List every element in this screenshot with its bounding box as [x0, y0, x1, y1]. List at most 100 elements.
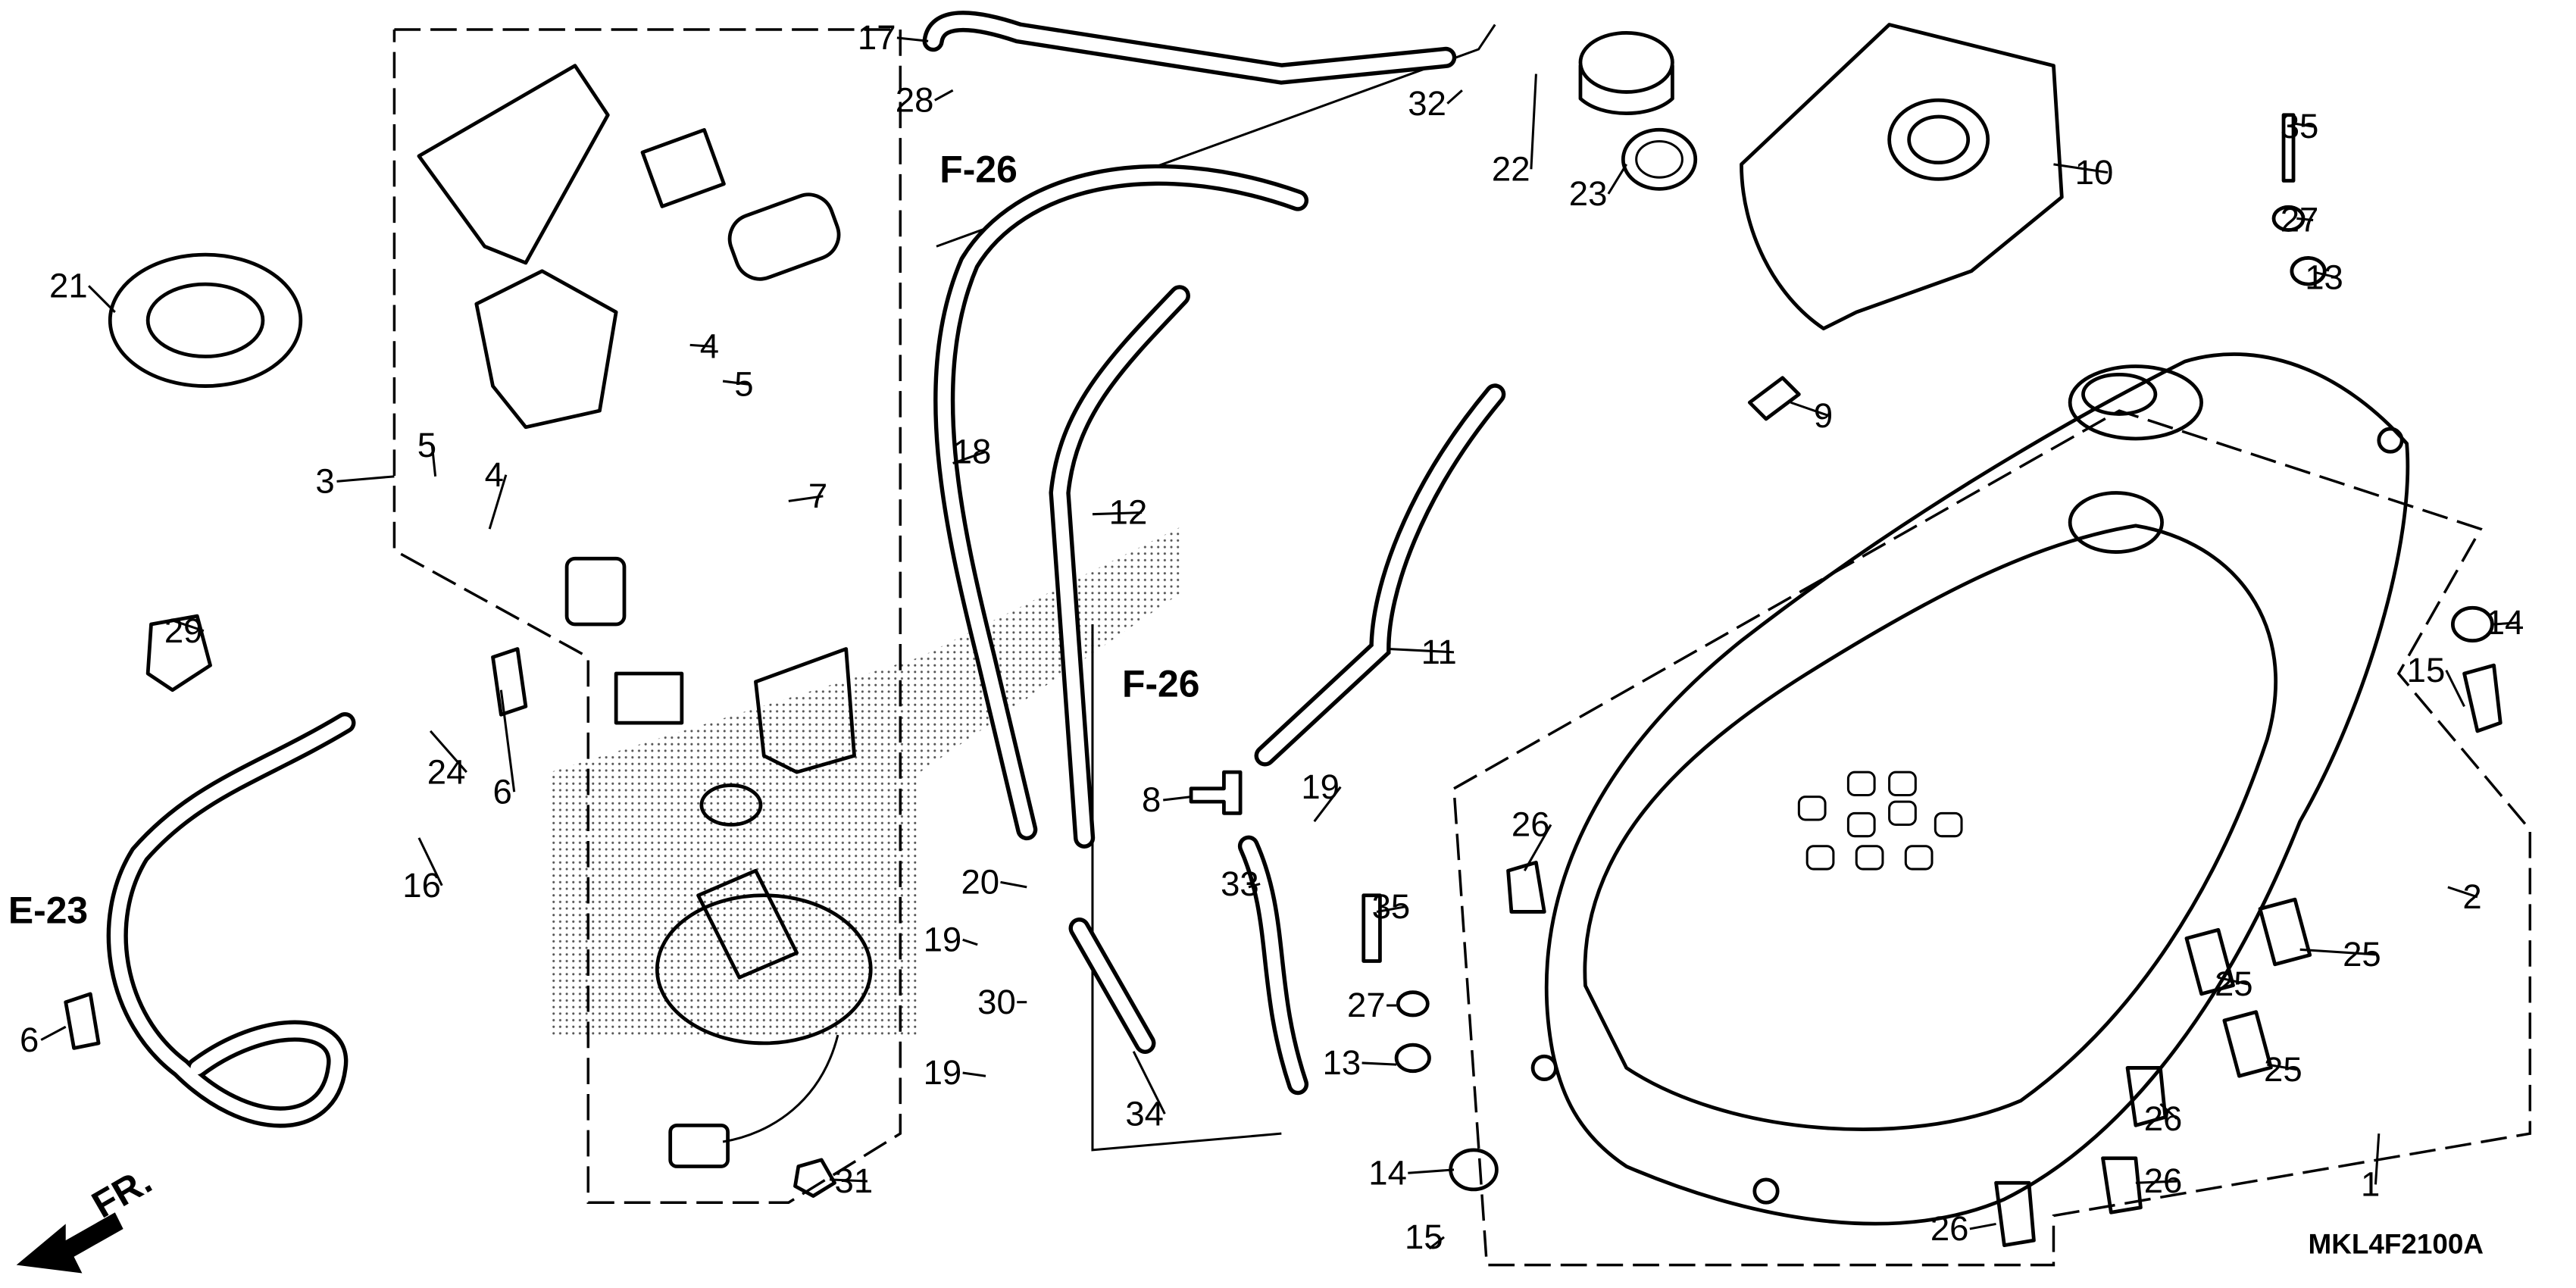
hoses: [106, 11, 1506, 1128]
callout-28[interactable]: 28: [896, 80, 934, 119]
callout-21[interactable]: 21: [49, 266, 88, 305]
callout-27[interactable]: 27: [2281, 201, 2319, 239]
leader-line: [499, 689, 516, 792]
leader-line: [1000, 880, 1027, 889]
callout-7[interactable]: 7: [808, 477, 827, 515]
leader-line: [2493, 621, 2519, 626]
callout-15[interactable]: 15: [1405, 1218, 1443, 1256]
callout-13[interactable]: 13: [2305, 258, 2343, 297]
leader-line: [1446, 89, 1463, 105]
leader-line: [2374, 1133, 2381, 1185]
callout-2[interactable]: 2: [2462, 877, 2481, 916]
callout-20[interactable]: 20: [961, 863, 999, 902]
leader-line: [2445, 670, 2465, 708]
callout-32[interactable]: 32: [1408, 84, 1446, 123]
leader-line: [2296, 217, 2314, 222]
leader-line: [1408, 1168, 1455, 1174]
leader-line: [1388, 647, 1455, 654]
callout-26[interactable]: 26: [2144, 1099, 2183, 1138]
callout-19[interactable]: 19: [924, 920, 962, 958]
callout-25[interactable]: 25: [2264, 1050, 2302, 1089]
callout-25[interactable]: 25: [2215, 964, 2253, 1003]
callout-12[interactable]: 12: [1109, 493, 1148, 532]
leader-line: [829, 1178, 868, 1183]
callout-3[interactable]: 3: [315, 462, 334, 501]
leader-line: [1376, 905, 1405, 913]
leader-line: [1428, 1236, 1445, 1250]
callout-5[interactable]: 5: [417, 426, 436, 464]
leader-line: [1607, 164, 1627, 195]
leader-line: [1313, 786, 1342, 823]
leader-line: [952, 450, 986, 464]
pump-gasket: [108, 252, 303, 388]
callout-6[interactable]: 6: [493, 772, 512, 811]
callout-26[interactable]: 26: [1930, 1209, 1969, 1248]
callout-19[interactable]: 19: [1301, 767, 1340, 806]
callout-5[interactable]: 5: [734, 365, 753, 404]
leader-line: [2053, 163, 2109, 174]
leader-line: [2291, 122, 2314, 128]
leader-line: [336, 475, 395, 483]
leader-line: [962, 1071, 986, 1077]
callout-26[interactable]: 26: [2144, 1161, 2183, 1200]
leader-lines: [40, 36, 2519, 1250]
callout-13[interactable]: 13: [1323, 1043, 1361, 1082]
diagram-code: MKL4F2100A: [2309, 1228, 2484, 1259]
leader-line: [722, 380, 749, 386]
leader-line: [1530, 73, 1537, 170]
reference-f-26[interactable]: F-26: [1122, 662, 1200, 705]
callout-27[interactable]: 27: [1347, 986, 1386, 1024]
leader-line: [174, 620, 205, 633]
callout-15[interactable]: 15: [2407, 651, 2446, 689]
reference-f-26[interactable]: F-26: [939, 148, 1018, 191]
fuel-pump-assembly: [417, 64, 873, 1168]
leader-line: [1790, 401, 1829, 417]
filler-cap: [1578, 30, 1698, 191]
callout-8[interactable]: 8: [1142, 780, 1161, 819]
reference-e-23[interactable]: E-23: [8, 889, 88, 932]
callout-9[interactable]: 9: [1814, 396, 1833, 435]
callout-29[interactable]: 29: [164, 611, 203, 650]
callout-16[interactable]: 16: [402, 866, 441, 905]
leader-line: [1092, 511, 1143, 516]
callout-24[interactable]: 24: [427, 752, 466, 791]
callout-22[interactable]: 22: [1492, 150, 1530, 189]
callout-31[interactable]: 31: [835, 1161, 874, 1200]
front-label: FR.: [85, 1159, 159, 1227]
callout-11[interactable]: 11: [1421, 633, 1457, 671]
callout-35[interactable]: 35: [1372, 887, 1411, 926]
callout-33[interactable]: 33: [1221, 864, 1259, 903]
callout-14[interactable]: 14: [1368, 1153, 1407, 1192]
leader-line: [2159, 1103, 2178, 1120]
front-arrow: [16, 1212, 123, 1274]
callout-4[interactable]: 4: [700, 327, 719, 366]
callout-18[interactable]: 18: [953, 432, 992, 470]
callout-23[interactable]: 23: [1569, 174, 1608, 213]
leader-line: [2217, 976, 2248, 986]
callout-1[interactable]: 1: [2361, 1165, 2380, 1204]
leader-line: [962, 938, 978, 946]
leader-line: [1163, 796, 1192, 802]
callout-25[interactable]: 25: [2343, 935, 2381, 974]
callout-6[interactable]: 6: [20, 1021, 39, 1059]
leader-line: [1969, 1222, 1996, 1230]
callout-4[interactable]: 4: [485, 455, 504, 494]
callout-35[interactable]: 35: [2281, 107, 2319, 145]
callout-26[interactable]: 26: [1512, 805, 1550, 844]
callout-30[interactable]: 30: [977, 983, 1016, 1021]
small-parts: [64, 113, 2503, 1248]
leader-line: [934, 89, 954, 102]
leader-line: [896, 36, 929, 42]
leader-line: [2135, 1180, 2177, 1184]
leader-line: [417, 837, 443, 886]
leader-line: [1523, 824, 1552, 871]
callout-10[interactable]: 10: [2075, 153, 2114, 192]
callout-14[interactable]: 14: [2486, 603, 2524, 642]
callout-19[interactable]: 19: [924, 1053, 962, 1092]
tank-dimples: [1797, 771, 1963, 871]
leader-line: [430, 445, 437, 477]
callout-17[interactable]: 17: [858, 18, 896, 57]
leader-line: [2447, 886, 2478, 899]
callout-34[interactable]: 34: [1125, 1094, 1164, 1133]
